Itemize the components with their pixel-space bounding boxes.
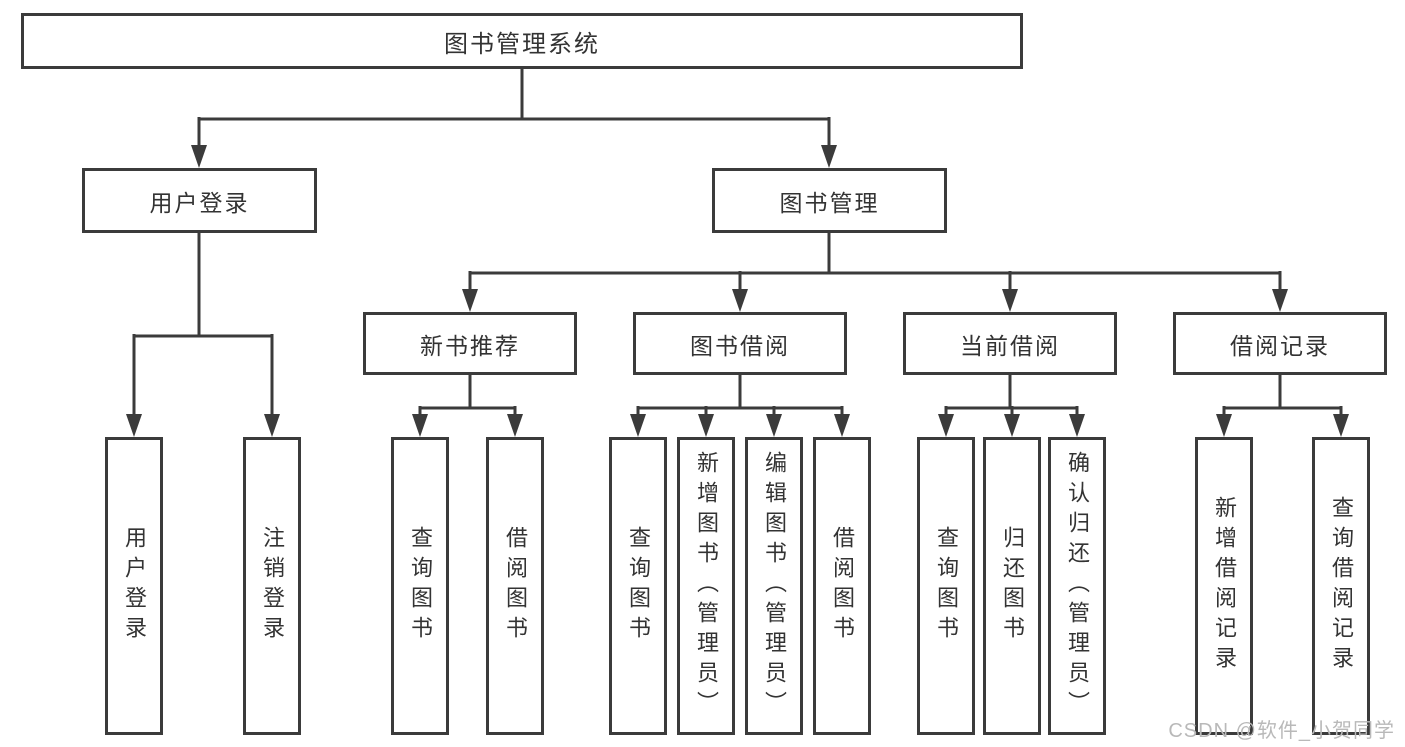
node-borrow-records-label: 借阅记录 [1230,332,1330,359]
leaf-current-return-books: 归还图书 [983,437,1041,735]
node-book-borrow-label: 图书借阅 [690,332,790,359]
leaf-borrow-add-books-admin: 新增图书（管理员） [677,437,735,735]
leaf-current-return-books-label: 归还图书 [1000,526,1025,646]
leaf-logout-label: 注销登录 [260,526,285,646]
leaf-borrow-borrow-books-label: 借阅图书 [830,526,855,646]
leaf-recommend-borrow-books: 借阅图书 [486,437,544,735]
leaf-borrow-edit-books-admin-label: 编辑图书（管理员） [762,451,787,721]
leaf-recommend-borrow-books-label: 借阅图书 [503,526,528,646]
leaf-current-confirm-return-admin: 确认归还（管理员） [1048,437,1106,735]
arrowheads [126,145,1349,437]
leaf-borrow-query-books: 查询图书 [609,437,667,735]
leaf-records-add-record-label: 新增借阅记录 [1212,496,1237,676]
leaf-current-confirm-return-admin-label: 确认归还（管理员） [1065,451,1090,721]
leaf-user-login-label: 用户登录 [122,526,147,646]
node-user-login: 用户登录 [82,168,317,233]
leaf-logout: 注销登录 [243,437,301,735]
node-new-book-recommend: 新书推荐 [363,312,577,375]
leaf-borrow-query-books-label: 查询图书 [626,526,651,646]
leaf-recommend-query-books: 查询图书 [391,437,449,735]
node-book-management-label: 图书管理 [779,189,880,216]
node-book-borrow: 图书借阅 [633,312,847,375]
leaf-user-login: 用户登录 [105,437,163,735]
node-borrow-records: 借阅记录 [1173,312,1387,375]
node-new-book-recommend-label: 新书推荐 [420,332,520,359]
leaf-borrow-edit-books-admin: 编辑图书（管理员） [745,437,803,735]
node-current-borrow-label: 当前借阅 [960,332,1060,359]
leaf-records-add-record: 新增借阅记录 [1195,437,1253,735]
leaf-borrow-borrow-books: 借阅图书 [813,437,871,735]
leaf-current-query-books: 查询图书 [917,437,975,735]
leaf-borrow-add-books-admin-label: 新增图书（管理员） [694,451,719,721]
leaf-current-query-books-label: 查询图书 [934,526,959,646]
leaf-records-query-record: 查询借阅记录 [1312,437,1370,735]
node-user-login-label: 用户登录 [149,189,250,216]
leaf-recommend-query-books-label: 查询图书 [408,526,433,646]
csdn-watermark: CSDN @软件_小贺同学 [1168,720,1395,742]
node-current-borrow: 当前借阅 [903,312,1117,375]
leaf-records-query-record-label: 查询借阅记录 [1329,496,1354,676]
node-book-management: 图书管理 [712,168,947,233]
node-root: 图书管理系统 [21,13,1023,69]
node-root-label: 图书管理系统 [444,30,600,58]
